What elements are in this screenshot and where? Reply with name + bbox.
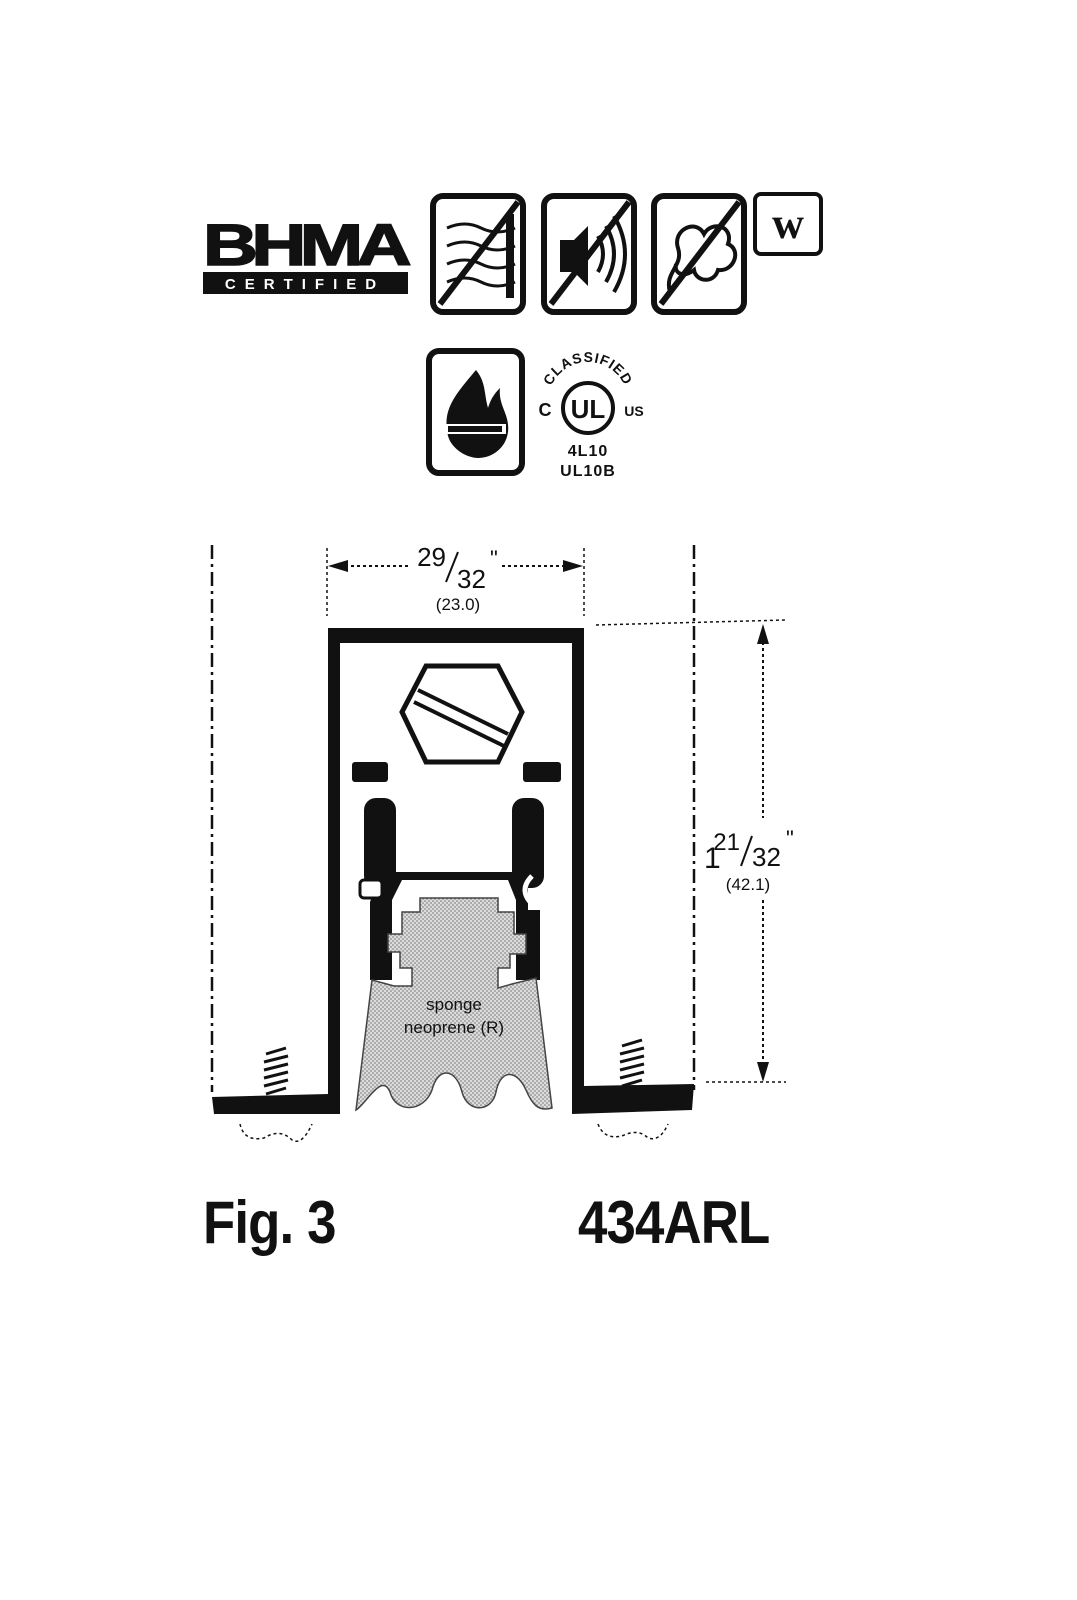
w-mark-text: w — [772, 199, 804, 248]
bhma-bar — [203, 272, 408, 294]
threshold-outline — [239, 1123, 669, 1142]
width-metric: (23.0) — [436, 595, 480, 614]
housing-channel — [212, 628, 694, 1114]
seal-carrier — [358, 798, 544, 980]
door-outline — [210, 545, 696, 1092]
width-unit: " — [490, 546, 498, 571]
fire-rated-icon — [426, 348, 525, 476]
ul-rating-1: 4L10 — [568, 443, 608, 460]
mounting-screw-right — [619, 1038, 645, 1088]
height-whole: 1 — [704, 842, 721, 875]
height-denominator: 32 — [752, 842, 781, 872]
air-seal-icon — [430, 193, 526, 315]
seal-label-2: neoprene (R) — [404, 1018, 504, 1037]
model-number: 434ARL — [578, 1189, 770, 1256]
sound-seal-icon — [541, 193, 637, 315]
ul-center-text: UL — [571, 394, 606, 424]
height-dimension: 1 21 32 " (42.1) — [595, 619, 794, 1083]
bhma-logo-text: BHMA — [203, 213, 410, 278]
bhma-certified-logo: BHMA CERTIFIED — [202, 212, 416, 294]
width-denominator: 32 — [457, 564, 486, 594]
bhma-certified-text: CERTIFIED — [225, 276, 385, 293]
height-metric: (42.1) — [726, 875, 770, 894]
height-numerator: 21 — [713, 829, 740, 856]
sponge-neoprene-seal: sponge neoprene (R) — [355, 897, 553, 1112]
ul-classified-logo: CLASSIFIED UL C US 4L10 UL10B — [539, 349, 644, 480]
ul-rating-2: UL10B — [560, 463, 616, 480]
ul-us-text: US — [624, 403, 643, 419]
mounting-screw-left — [263, 1046, 289, 1096]
seal-label-1: sponge — [426, 995, 482, 1014]
ul-c-text: C — [539, 400, 552, 420]
figure-label: Fig. 3 — [203, 1189, 336, 1256]
width-dimension: 29 32 " (23.0) — [326, 542, 585, 616]
w-mark-logo: w — [753, 192, 823, 256]
height-unit: " — [786, 826, 794, 851]
adjusting-screw — [399, 663, 525, 765]
smoke-seal-icon — [651, 193, 747, 315]
width-numerator: 29 — [417, 542, 446, 572]
